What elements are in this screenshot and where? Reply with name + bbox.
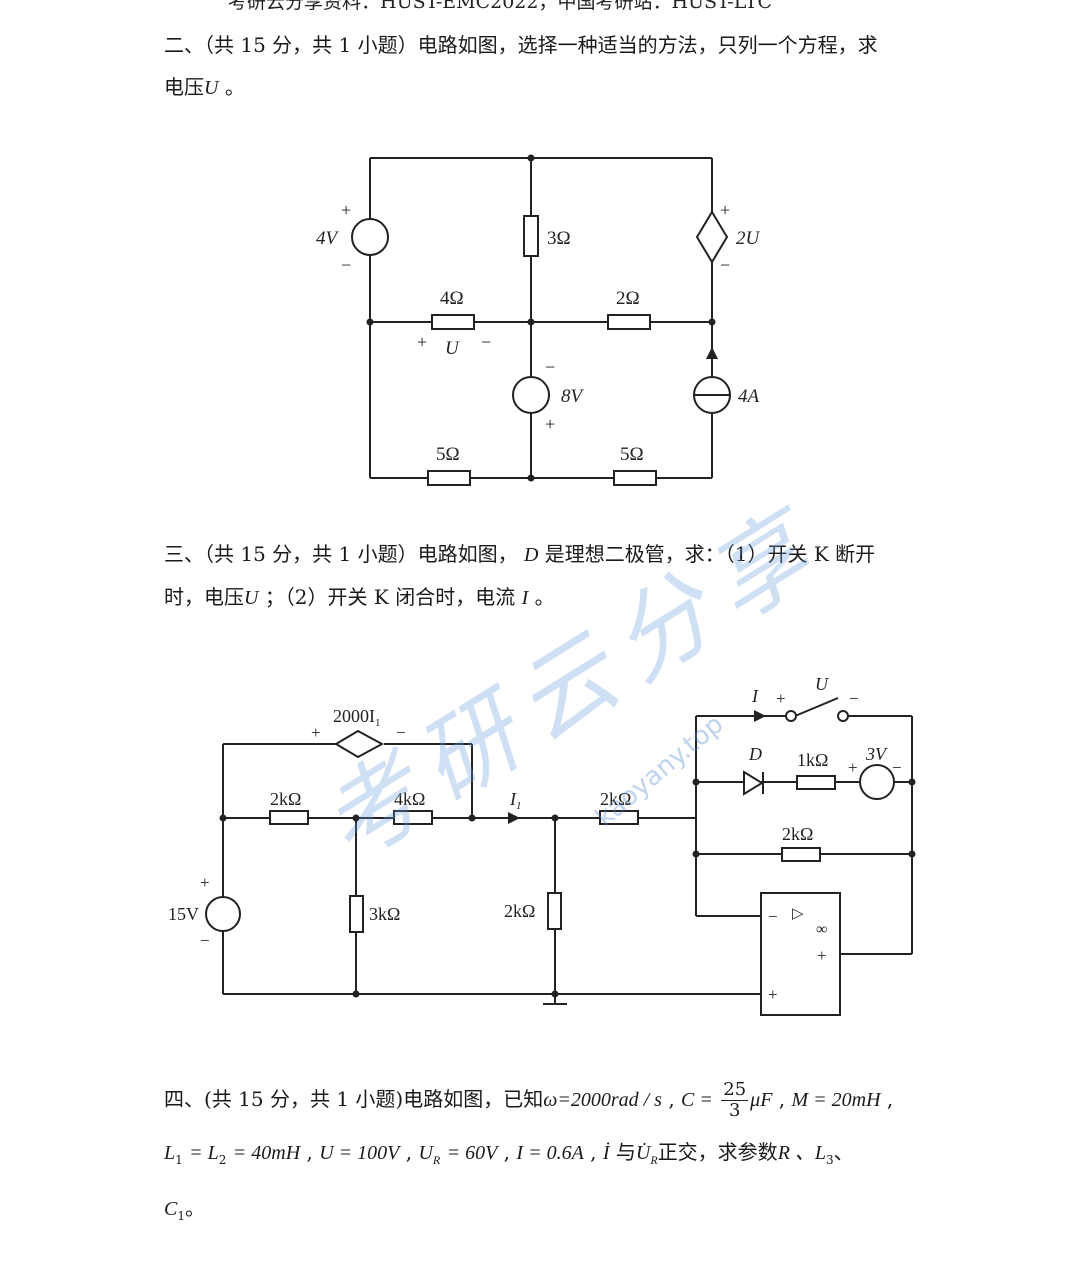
- opamp-inf: ∞: [816, 921, 827, 938]
- r5-left-label: 5Ω: [436, 444, 460, 465]
- q3-line1: 三、（共 15 分，共 1 小题）电路如图， D 是理想二极管，求：（1）开关 …: [164, 542, 876, 566]
- r2k-series-label: 2kΩ: [600, 789, 631, 809]
- r2k-fb-label: 2kΩ: [782, 824, 813, 844]
- opamp-triangle-icon: ▷: [792, 906, 804, 922]
- v8-plus: +: [545, 414, 555, 434]
- opamp-plus-in: +: [768, 985, 778, 1004]
- r3k-label: 3kΩ: [369, 904, 400, 924]
- v3-plus: +: [848, 758, 858, 777]
- v3-label: 3V: [865, 744, 888, 764]
- switch-u-label: U: [815, 674, 829, 694]
- dep-source-symbol: [695, 210, 729, 264]
- v3-source-symbol: [859, 764, 895, 800]
- q2-text: 二、（共 15 分，共 1 小题）电路如图，选择一种适当的方法，只列一个方程，求…: [164, 24, 924, 109]
- i4-label: 4A: [738, 386, 760, 407]
- q3-text: 三、（共 15 分，共 1 小题）电路如图， D 是理想二极管，求：（1）开关 …: [164, 533, 924, 619]
- q4-line3: C1。: [164, 1196, 205, 1223]
- r2k-series-symbol: [599, 810, 639, 825]
- r4k-symbol: [393, 810, 433, 825]
- diode-label: D: [748, 744, 762, 764]
- r1k-symbol: [796, 775, 836, 790]
- switch-contact-left: [785, 710, 797, 722]
- ccvs-minus: −: [396, 723, 406, 742]
- u-label: U: [445, 338, 460, 359]
- opamp-plus-out: +: [817, 946, 827, 965]
- v8-source-symbol: [512, 376, 550, 414]
- header-cut-text: 考研云分享资料：HUST-EMC2022，中国考研站：HUST-LTC: [228, 0, 772, 13]
- q3-circuit: 2000I1 + − 2kΩ 4kΩ I1 2kΩ + 15V − 3kΩ 2k…: [168, 674, 916, 1016]
- r1k-label: 1kΩ: [797, 750, 828, 770]
- i1-arrow-icon: [508, 812, 520, 824]
- i4-arrow-icon: [706, 347, 718, 359]
- q4-text: 四、(共 15 分，共 1 小题)电路如图，已知ω=2000rad / s , …: [164, 1074, 924, 1236]
- r2-symbol: [607, 314, 651, 330]
- r5-left-symbol: [427, 470, 471, 486]
- v15-source-symbol: [205, 896, 241, 932]
- q3-line2: 时，电压U ；（2）开关 K 闭合时，电流 I 。: [164, 585, 555, 609]
- dep-plus: +: [720, 200, 730, 220]
- r2k-shunt-label: 2kΩ: [504, 901, 535, 921]
- diode-symbol: [743, 770, 764, 796]
- r2k-shunt-symbol: [547, 892, 562, 930]
- r4-symbol: [431, 314, 475, 330]
- v15-label: 15V: [168, 904, 199, 924]
- r2k-fb-symbol: [781, 847, 821, 862]
- r2-label: 2Ω: [616, 288, 640, 309]
- q2-line1: 二、（共 15 分，共 1 小题）电路如图，选择一种适当的方法，只列一个方程，求: [164, 33, 878, 57]
- v3-minus: −: [892, 758, 902, 777]
- r2k-top-label: 2kΩ: [270, 789, 301, 809]
- q2-circuit: + 4V − 3Ω + 2U − 4Ω 2Ω + U − − 8V + 4A 5…: [316, 154, 761, 486]
- v4-label: 4V: [316, 228, 340, 249]
- opamp-box: [760, 892, 841, 1016]
- v15-plus: +: [200, 873, 210, 892]
- switch-minus: −: [849, 689, 859, 708]
- r5-right-label: 5Ω: [620, 444, 644, 465]
- ccvs-label: 2000I1: [333, 706, 381, 729]
- switch-plus: +: [776, 689, 786, 708]
- i-label: I: [751, 686, 759, 706]
- ccvs-symbol: [334, 729, 385, 759]
- v8-label: 8V: [561, 386, 585, 407]
- switch-contact-right: [837, 710, 849, 722]
- r5-right-symbol: [613, 470, 657, 486]
- opamp-minus: −: [768, 907, 778, 926]
- r3-symbol: [523, 215, 539, 257]
- ccvs-plus: +: [311, 723, 321, 742]
- v4-source-symbol: [351, 218, 389, 256]
- q2-line2: 电压U 。: [164, 75, 245, 99]
- v4-plus: +: [341, 200, 351, 220]
- q4-line1: 四、(共 15 分，共 1 小题)电路如图，已知ω=2000rad / s , …: [164, 1079, 894, 1121]
- r3k-symbol: [349, 895, 364, 933]
- r2k-top-symbol: [269, 810, 309, 825]
- r4-label: 4Ω: [440, 288, 464, 309]
- v8-minus: −: [545, 357, 555, 377]
- q4-line2: L1 = L2 = 40mH , U = 100V , UR = 60V , I…: [164, 1140, 854, 1167]
- u-plus: +: [417, 332, 427, 352]
- i1-label: I1: [509, 789, 522, 812]
- r4k-label: 4kΩ: [394, 789, 425, 809]
- r3-label: 3Ω: [547, 228, 571, 249]
- dep-minus: −: [720, 255, 730, 275]
- i-arrow-icon: [754, 710, 766, 722]
- v15-minus: −: [200, 931, 210, 950]
- u-minus: −: [481, 332, 491, 352]
- dep-label: 2U: [736, 228, 761, 249]
- v4-minus: −: [341, 255, 351, 275]
